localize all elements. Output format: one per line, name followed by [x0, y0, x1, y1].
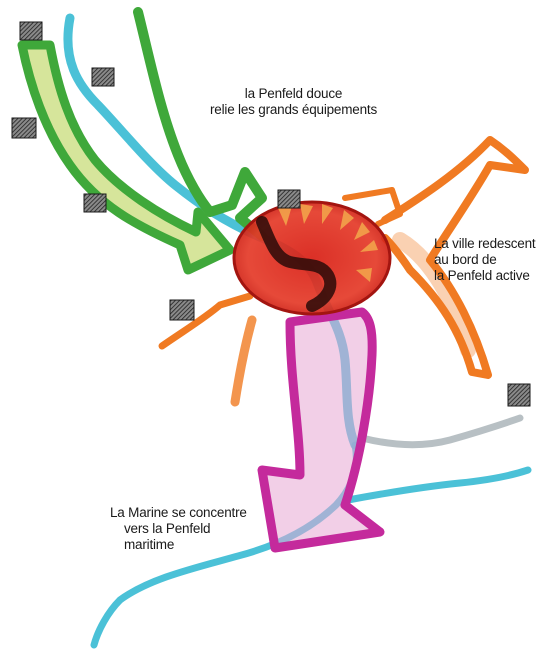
orange-right-big-arrow [381, 136, 529, 379]
grey-branch [358, 414, 524, 449]
equipment-markers [11, 21, 531, 407]
label-marine: La Marine se concentre vers la Penfeld m… [110, 505, 247, 553]
dark-river-stroke [256, 216, 337, 312]
label-line: vers la Penfeld [124, 521, 211, 536]
label-line: relie les grands équipements [210, 102, 377, 117]
green-arrows [17, 7, 267, 275]
hatched-square-icon [507, 383, 531, 407]
label-line: la Penfeld active [434, 268, 530, 283]
label-ville: La ville redescent au bord de la Penfeld… [434, 236, 536, 284]
magenta-arrow-body [257, 307, 385, 553]
hatched-square-icon [11, 117, 37, 139]
hatched-square-icon [19, 21, 43, 41]
red-circle [232, 200, 392, 316]
label-penfeld-douce: la Penfeld douce relie les grands équipe… [210, 86, 377, 118]
orange-left-arrow [158, 292, 254, 350]
hatched-square-icon [83, 193, 107, 213]
orange-rays [278, 204, 378, 282]
hatched-square-icon [169, 299, 195, 321]
label-line: maritime [124, 537, 175, 552]
orange-top-right-arrow [342, 187, 403, 227]
hatched-square-icon [277, 189, 301, 209]
green-right-arrow [133, 7, 267, 241]
river-branch-stroke [344, 466, 532, 504]
label-line: au bord de [434, 252, 497, 267]
green-left-arrow [17, 40, 235, 275]
magenta-arrow [257, 307, 385, 553]
label-line: La ville redescent [434, 236, 536, 251]
hatched-square-icon [91, 67, 115, 87]
orange-arrows [158, 136, 529, 407]
label-line: La Marine se concentre [110, 505, 247, 520]
orange-bottom-left-arrow [230, 315, 257, 407]
orange-hatch-fill [392, 232, 476, 358]
red-circle-arrow [232, 200, 392, 316]
label-line: la Penfeld douce [244, 86, 343, 101]
